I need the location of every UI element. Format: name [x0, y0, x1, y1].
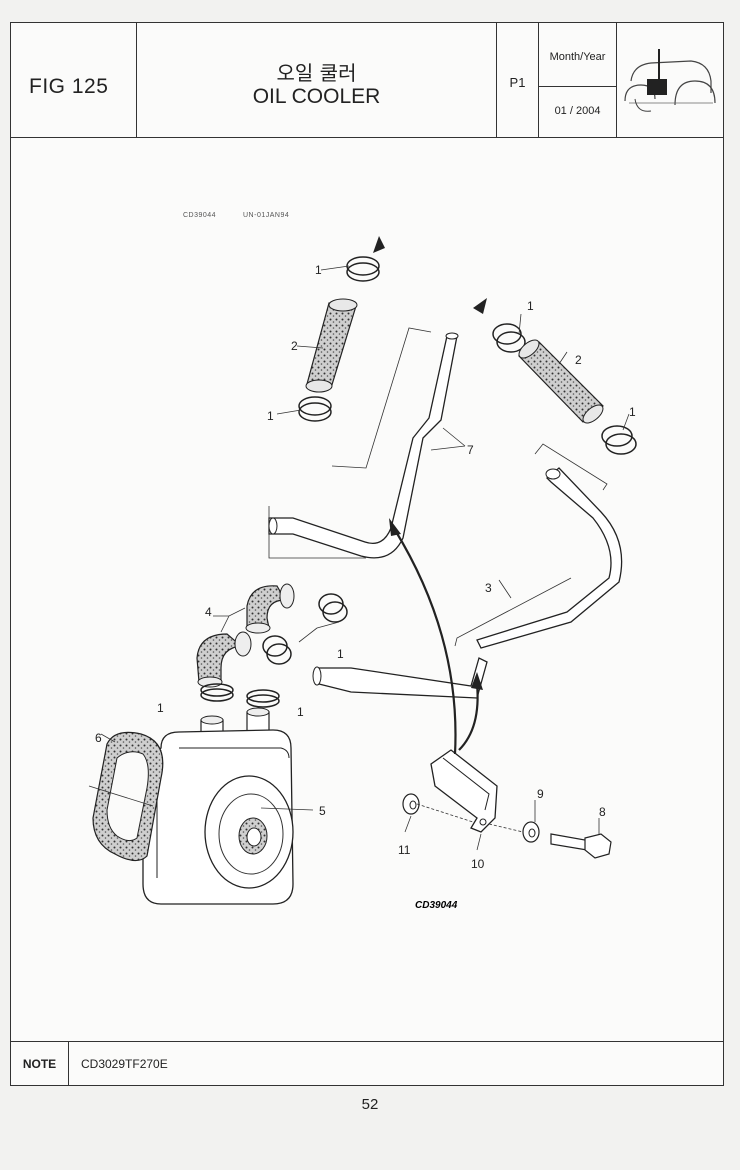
page-number: 52	[361, 1096, 379, 1113]
arrow-head-icon	[389, 518, 401, 536]
title-korean: 오일 쿨러	[276, 61, 357, 85]
callout-number: 2	[575, 353, 582, 367]
exploded-view: 1 2 1 1 2 1 7 3 4 1 1 1 6 5 11 10 9 8 CD…	[88, 236, 637, 911]
callout-number: 9	[537, 787, 544, 801]
logo-cell	[617, 23, 723, 137]
footer-block: NOTE CD3029TF270E	[11, 1041, 723, 1085]
rubber-hose	[306, 302, 357, 389]
figure-number: FIG 125	[29, 75, 109, 98]
title-cell: 오일 쿨러 OIL COOLER	[137, 23, 497, 137]
header-block: FIG 125 오일 쿨러 OIL COOLER P1 Month/Year 0…	[11, 23, 723, 138]
callout-number: 1	[315, 263, 322, 277]
fig-cell: FIG 125	[11, 23, 137, 137]
drawing-ref-small: CD39044	[183, 212, 217, 219]
upper-left-hose-group	[276, 236, 385, 422]
mounting-hardware	[402, 749, 612, 859]
callout-number: 5	[319, 804, 326, 818]
note-label: NOTE	[22, 1057, 57, 1071]
title-english: OIL COOLER	[252, 85, 381, 108]
date-value: 01 / 2004	[554, 105, 601, 117]
callout-number: 2	[291, 339, 298, 353]
oil-cooler	[142, 707, 314, 905]
callout-number: 1	[629, 405, 636, 419]
hose-clamp	[492, 323, 522, 345]
callout-number: 10	[471, 857, 485, 871]
callout-number: 8	[599, 805, 606, 819]
callout-number: 7	[467, 443, 474, 457]
catalog-sheet: FIG 125 오일 쿨러 OIL COOLER P1 Month/Year 0…	[10, 22, 724, 1086]
drawing-date-small: UN-01JAN94	[243, 212, 290, 219]
flow-arrow-icon	[373, 236, 385, 253]
assembly-arrows	[389, 518, 483, 755]
date-label-box: Month/Year	[539, 23, 616, 87]
right-tube	[312, 443, 623, 699]
note-cell: NOTE	[11, 1042, 69, 1085]
hose-clamp	[298, 396, 332, 416]
flow-arrow-icon	[473, 298, 487, 314]
callout-number: 3	[485, 581, 492, 595]
page-code: P1	[509, 75, 526, 90]
elbow-hose	[196, 633, 243, 683]
hose-clamp	[246, 689, 280, 703]
parts-drawing: CD39044 UN-01JAN94	[11, 138, 723, 1042]
bracket	[430, 749, 498, 833]
callout-number: 1	[527, 299, 534, 313]
date-label: Month/Year	[549, 51, 606, 63]
callout-number: 11	[398, 843, 411, 857]
gasket	[88, 731, 164, 862]
drawing-code: CD39044	[415, 900, 458, 911]
page-code-cell: P1	[497, 23, 539, 137]
left-tube	[268, 327, 466, 559]
callout-number: 1	[297, 705, 304, 719]
callout-number: 1	[267, 409, 274, 423]
arrow-head-icon	[471, 672, 483, 690]
bolt	[550, 833, 588, 851]
callout-number: 1	[337, 647, 344, 661]
date-cell: Month/Year 01 / 2004	[539, 23, 617, 137]
callout-number: 4	[205, 605, 212, 619]
elbow-hose	[246, 585, 287, 629]
callout-number: 1	[157, 701, 164, 715]
upper-right-hose-group	[473, 298, 637, 455]
hose-clamp	[601, 425, 633, 447]
elbow-fittings	[196, 583, 348, 708]
note-text: CD3029TF270E	[81, 1057, 168, 1071]
callout-labels: 1 2 1 1 2 1 7 3 4 1 1 1 6 5 11 10 9 8	[95, 263, 636, 871]
hose-clamp	[200, 683, 234, 697]
callout-number: 6	[95, 731, 102, 745]
tractor-icon	[624, 49, 716, 112]
